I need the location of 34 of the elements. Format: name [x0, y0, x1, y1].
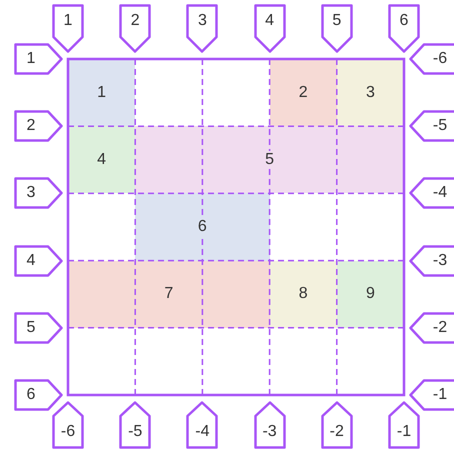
tag-label: -2 — [432, 320, 448, 336]
region-cell — [270, 59, 337, 126]
tag-label: -4 — [195, 424, 210, 440]
tag-label: 4 — [26, 252, 36, 269]
region-cell — [270, 260, 337, 328]
tag-label: -1 — [396, 424, 412, 440]
tag-label: -3 — [432, 252, 448, 269]
tag-label: -4 — [432, 185, 448, 202]
tag-label: -6 — [432, 51, 448, 67]
region-cell — [336, 59, 404, 126]
region-cell — [68, 59, 136, 126]
tag-label: 2 — [130, 12, 140, 28]
region-cell — [68, 260, 270, 328]
tag-label: 3 — [198, 12, 207, 28]
region-number: 6 — [196, 218, 209, 236]
tag-label: 3 — [26, 185, 36, 202]
region-cell — [135, 193, 270, 261]
region-cell — [68, 126, 136, 194]
tag-label: -1 — [432, 387, 448, 403]
tag-label: 5 — [332, 12, 342, 28]
region-cell — [336, 260, 404, 328]
tag-label: -5 — [128, 424, 142, 440]
tag-label: -3 — [262, 424, 277, 440]
tag-label: -6 — [60, 424, 76, 440]
tag-label: 6 — [26, 387, 36, 403]
tag-label: -2 — [330, 424, 344, 440]
tag-label: 5 — [26, 320, 36, 336]
tag-label: -5 — [432, 118, 448, 134]
tag-label: 4 — [265, 12, 274, 28]
tag-label: 1 — [26, 51, 36, 67]
tag-label: 2 — [26, 118, 36, 134]
tag-label: 6 — [400, 12, 408, 28]
region-cell — [135, 126, 404, 194]
tag-label: 1 — [64, 12, 72, 28]
